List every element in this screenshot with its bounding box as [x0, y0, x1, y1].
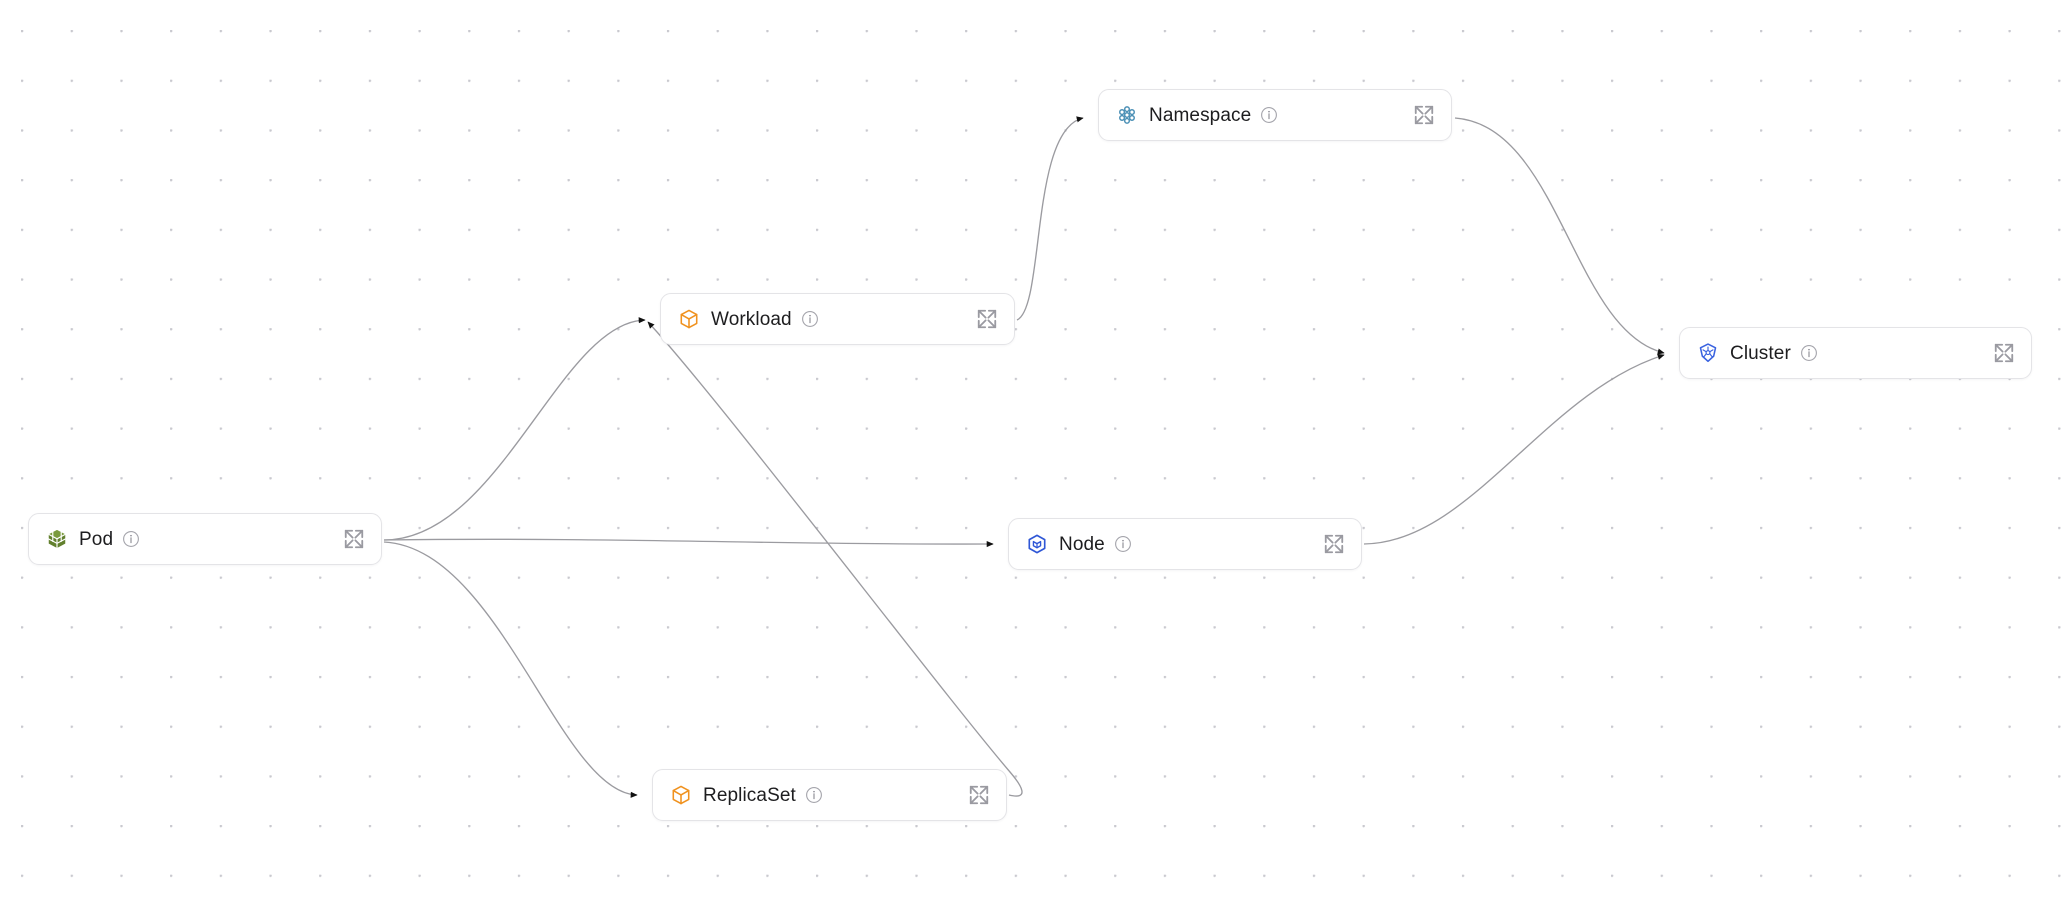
node-label: Cluster — [1730, 342, 1791, 364]
edge-workload-namespace — [1016, 116, 1084, 321]
info-icon[interactable] — [1114, 535, 1132, 553]
kubernetes-cluster-icon — [1697, 342, 1719, 364]
info-icon[interactable] — [1260, 106, 1278, 124]
expand-icon[interactable] — [343, 528, 365, 550]
graph-node-replicaset[interactable]: ReplicaSet — [652, 769, 1007, 821]
edge-namespace-cluster — [1454, 117, 1665, 355]
graph-node-pod[interactable]: Pod — [28, 513, 382, 565]
info-icon[interactable] — [1800, 344, 1818, 362]
node-cube-icon — [1026, 533, 1048, 555]
replicaset-cube-icon — [670, 784, 692, 806]
edge-pod-workload — [383, 317, 646, 541]
edge-node-cluster — [1363, 353, 1665, 545]
expand-icon[interactable] — [1993, 342, 2015, 364]
node-label: Pod — [79, 528, 114, 550]
graph-node-namespace[interactable]: Namespace — [1098, 89, 1452, 141]
graph-node-node[interactable]: Node — [1008, 518, 1362, 570]
expand-icon[interactable] — [1323, 533, 1345, 555]
expand-icon[interactable] — [976, 308, 998, 330]
node-label: Node — [1059, 533, 1105, 555]
namespace-dots-icon — [1116, 104, 1138, 126]
edge-pod-replicaset — [383, 541, 638, 798]
pod-cube-icon — [46, 528, 68, 550]
expand-icon[interactable] — [1413, 104, 1435, 126]
graph-node-workload[interactable]: Workload — [660, 293, 1015, 345]
expand-icon[interactable] — [968, 784, 990, 806]
node-label: ReplicaSet — [703, 784, 796, 806]
info-icon[interactable] — [805, 786, 823, 804]
edge-replicaset-workload — [647, 321, 1023, 797]
graph-node-cluster[interactable]: Cluster — [1679, 327, 2032, 379]
edge-pod-node — [383, 538, 994, 548]
node-label: Workload — [711, 308, 792, 330]
workload-cube-icon — [678, 308, 700, 330]
info-icon[interactable] — [801, 310, 819, 328]
node-label: Namespace — [1149, 104, 1252, 126]
info-icon[interactable] — [122, 530, 140, 548]
